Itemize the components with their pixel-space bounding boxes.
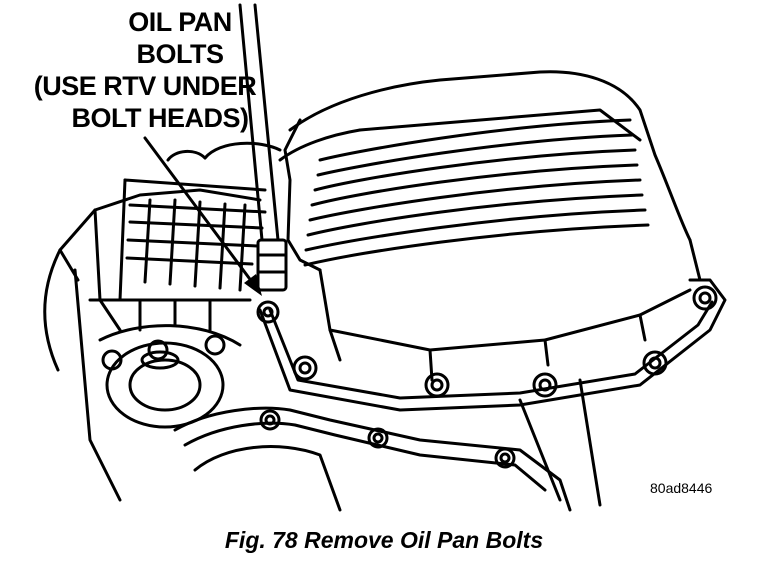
- image-code: 80ad8446: [650, 480, 713, 496]
- callout-label-line: (USE RTV UNDER: [33, 71, 257, 101]
- callout-arrow: [143, 136, 260, 292]
- dipstick-tube: [238, 3, 288, 292]
- callout-arrowhead: [244, 274, 262, 296]
- callout-label-line: BOLTS: [136, 39, 225, 69]
- oil-pan-bolts: [256, 285, 718, 398]
- figure-caption: Fig. 78 Remove Oil Pan Bolts: [224, 527, 544, 553]
- crank-seal: [101, 334, 226, 429]
- oil-pan-illustration: [43, 3, 727, 512]
- bellhousing: [173, 378, 602, 512]
- engine-block: [43, 141, 282, 502]
- oil-pan: [258, 70, 727, 412]
- callout-label-line: OIL PAN: [128, 7, 232, 37]
- callout-label-line: BOLT HEADS): [71, 103, 250, 133]
